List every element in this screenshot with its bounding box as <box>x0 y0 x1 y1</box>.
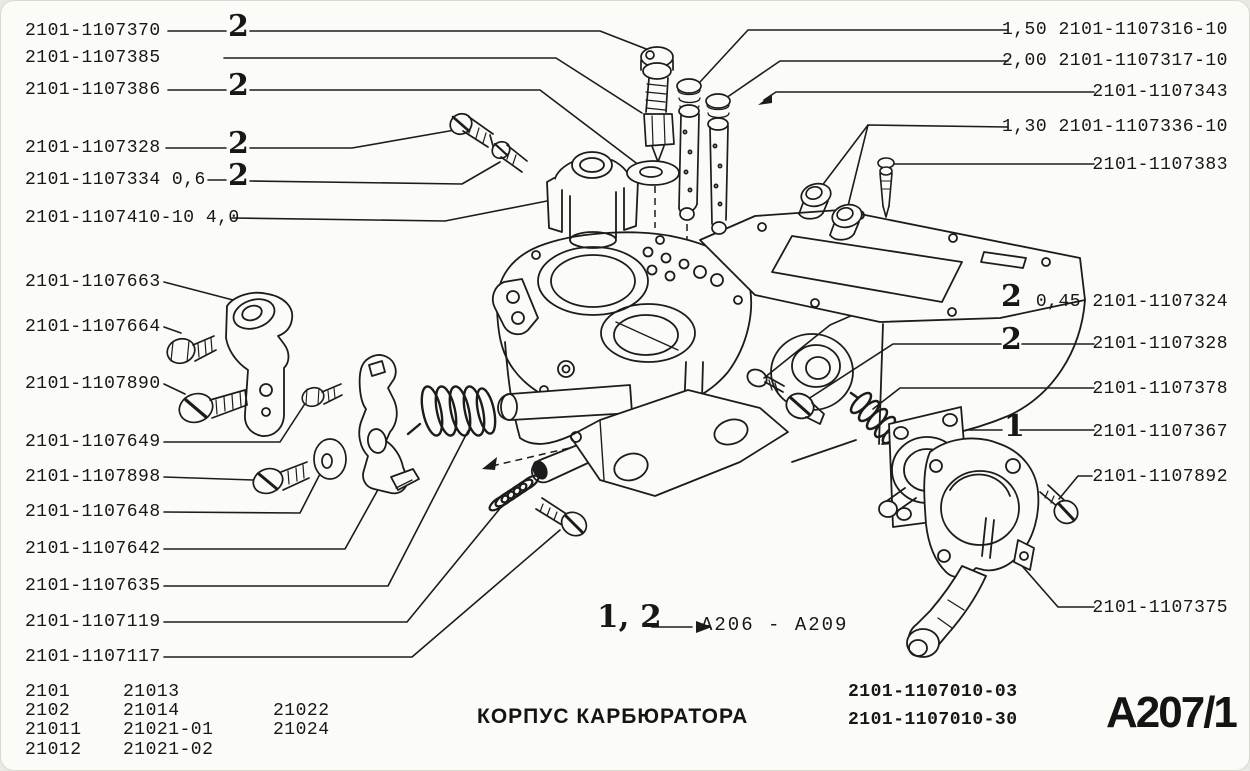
part-label-1107328-left: 2101-1107328 <box>25 138 161 158</box>
body-plug-screw <box>785 392 825 425</box>
qty-callout: 2 <box>228 9 249 44</box>
part-label-1107328-right: 2101-1107328 <box>1092 334 1228 354</box>
model-code: 21024 <box>273 720 330 741</box>
slotted-bolt-1107890 <box>178 389 248 424</box>
part-label-1107898: 2101-1107898 <box>25 467 161 487</box>
needle-valve-drawing <box>640 46 675 173</box>
note-callout-numbers: 1, 2 <box>597 599 662 635</box>
part-label-1107119: 2101-1107119 <box>25 612 161 632</box>
part-label-1107343: 2101-1107343 <box>1092 82 1228 102</box>
part-label-1107635: 2101-1107635 <box>25 576 161 596</box>
screw-1107117 <box>535 497 588 537</box>
leader-arrowheads <box>482 94 772 633</box>
part-label-1107367: 2101-1107367 <box>1092 422 1228 442</box>
venturi-drawing <box>546 151 639 249</box>
qty-callout: 2 <box>1001 279 1022 314</box>
cover-lever-1107375 <box>906 437 1040 658</box>
applicability-column-3: 21022 21024 <box>273 701 330 741</box>
part-label-1107336: 1,30 2101-1107336-10 <box>1001 117 1228 137</box>
applicability-column-2: 21013 21014 21021-01 21021-02 <box>123 682 214 760</box>
part-label-1107378: 2101-1107378 <box>1092 379 1228 399</box>
lever-drawing <box>358 354 420 495</box>
bracket-drawing <box>225 291 294 437</box>
part-label-1107649: 2101-1107649 <box>25 432 161 452</box>
sheet-code: A207/1 <box>1106 688 1238 737</box>
part-label-1107664: 2101-1107664 <box>25 317 161 337</box>
carburetor-body-drawing <box>491 209 1086 497</box>
part-label-1107642: 2101-1107642 <box>25 539 161 559</box>
part-label-1107892: 2101-1107892 <box>1092 467 1228 487</box>
part-label-1107370: 2101-1107370 <box>25 21 161 41</box>
part-label-1107375: 2101-1107375 <box>1092 598 1228 618</box>
slotted-screw-1107898 <box>252 461 310 495</box>
assembly-number-2: 2101-1107010-30 <box>848 710 1018 730</box>
applicability-column-1: 2101 2102 21011 21012 <box>25 682 82 760</box>
washer-drawing <box>313 438 347 480</box>
idle-jet-plugs <box>798 182 863 241</box>
model-code: 21012 <box>25 739 82 760</box>
part-label-1107410: 2101-1107410-10 4,0 <box>25 208 240 228</box>
part-label-1107334: 2101-1107334 0,6 <box>25 170 206 190</box>
part-label-1107316: 1,50 2101-1107316-10 <box>1001 20 1228 40</box>
screw-1107892 <box>1039 484 1079 525</box>
part-label-1107890: 2101-1107890 <box>25 374 161 394</box>
part-label-1107317: 2,00 2101-1107317-10 <box>1001 51 1228 71</box>
model-code: 21022 <box>273 701 330 721</box>
adjusting-needle-drawing <box>877 157 895 218</box>
part-label-1107648: 2101-1107648 <box>25 502 161 522</box>
part-label-1107386: 2101-1107386 <box>25 80 161 100</box>
small-spring-1107119 <box>488 474 540 512</box>
model-code: 2102 <box>25 701 71 722</box>
qty-callout: 2 <box>1001 322 1022 357</box>
jet-emulsion-tubes <box>676 78 731 235</box>
sheet-title: КОРПУС КАРБЮРАТОРА <box>477 705 749 728</box>
coil-spring-1107635 <box>406 385 497 437</box>
hex-bolt-1107664 <box>166 335 217 365</box>
qty-callout: 2 <box>228 126 249 161</box>
hex-bolt-1107649 <box>301 383 343 408</box>
model-code: 21014 <box>123 701 180 722</box>
part-label-1107383: 2101-1107383 <box>1092 155 1228 175</box>
qty-callout: 1 <box>1004 409 1025 444</box>
qty-callout: 2 <box>228 68 249 103</box>
note-sheet-reference: A206 - A209 <box>701 614 849 636</box>
part-label-1107385: 2101-1107385 <box>25 48 161 68</box>
assembly-number-1: 2101-1107010-03 <box>848 682 1018 702</box>
model-code: 2101 <box>25 682 71 702</box>
model-code: 21011 <box>25 720 82 741</box>
model-code: 21021-01 <box>123 720 214 741</box>
needle-valve-washer <box>626 160 680 186</box>
body-screw-small <box>746 368 785 394</box>
part-label-1107324: 0,45 2101-1107324 <box>1035 292 1228 312</box>
small-screws-top <box>449 112 528 173</box>
qty-callout: 2 <box>228 158 249 193</box>
part-label-1107663: 2101-1107663 <box>25 272 161 292</box>
model-code: 21021-02 <box>123 739 214 760</box>
model-code: 21013 <box>123 682 180 702</box>
part-label-1107117: 2101-1107117 <box>25 647 161 667</box>
